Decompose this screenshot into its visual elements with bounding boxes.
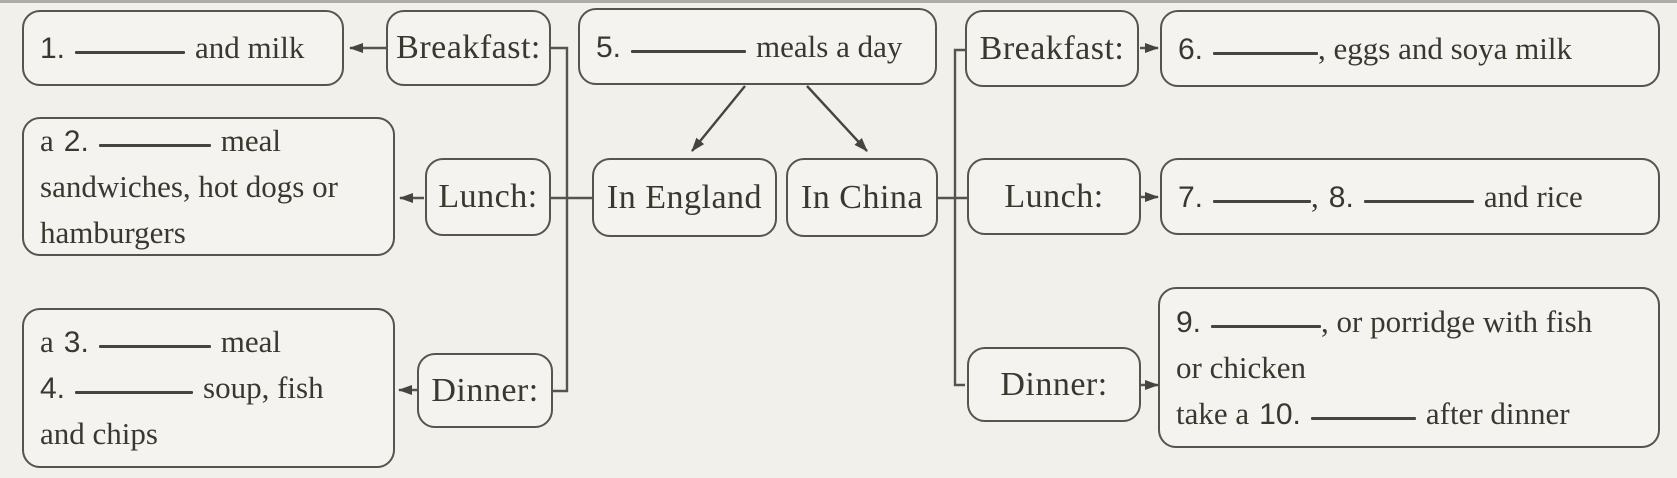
england-breakfast-label-box: Breakfast: xyxy=(386,10,551,86)
england-dinner-label-box: Dinner: xyxy=(417,353,553,428)
item-number-2: 2. xyxy=(63,124,89,158)
blank-line-5 xyxy=(631,49,747,53)
blank-line-7 xyxy=(1213,199,1312,203)
england-lunch-label-box: Lunch: xyxy=(425,158,551,236)
article-a: a xyxy=(40,324,54,359)
england-dinner-soup-text: soup, fish xyxy=(203,370,324,405)
blank-line-8 xyxy=(1363,199,1474,203)
china-breakfast-item: 6. , eggs and soya milk xyxy=(1178,26,1642,72)
blank-line-9 xyxy=(1211,324,1322,328)
blank-line-2 xyxy=(98,143,211,147)
china-breakfast-label-box: Breakfast: xyxy=(965,10,1139,87)
england-lunch-line-2: sandwiches, hot dogs or xyxy=(40,168,338,204)
arrow-to-china xyxy=(806,85,868,152)
china-dinner-line-3: take a 10. after dinner xyxy=(1176,391,1642,437)
china-breakfast-item-box: 6. , eggs and soya milk xyxy=(1160,10,1660,87)
item-number-5: 5. xyxy=(596,30,622,64)
item-number-7: 7. xyxy=(1178,180,1204,214)
england-breakfast-item: 1. and milk xyxy=(40,25,326,71)
england-lunch-label: Lunch: xyxy=(438,178,538,215)
england-lunch-meal-text: meal xyxy=(220,122,282,158)
china-dinner-item-box: 9. , or porridge with fish or chicken tak… xyxy=(1158,287,1660,448)
england-dinner-meal-text: meal xyxy=(220,324,282,359)
after-dinner-text: after dinner xyxy=(1425,395,1570,431)
blank-line-10 xyxy=(1310,416,1416,420)
comma-separator: , xyxy=(1311,178,1319,214)
item-number-3: 3. xyxy=(63,326,89,359)
item-number-4: 4. xyxy=(40,372,66,405)
china-dinner-label-box: Dinner: xyxy=(967,347,1141,422)
in-china-label: In China xyxy=(800,178,924,216)
blank-line-1 xyxy=(75,51,186,54)
china-dinner-line-1: 9. , or porridge with fish xyxy=(1176,299,1642,345)
england-dinner-line-1: a 3. meal xyxy=(40,319,377,365)
china-breakfast-text: , eggs and soya milk xyxy=(1318,30,1573,66)
item-number-9: 9. xyxy=(1176,305,1202,339)
meals-per-day-line: 5. meals a day xyxy=(596,24,919,70)
item-number-6: 6. xyxy=(1178,32,1204,66)
china-breakfast-label: Breakfast: xyxy=(979,29,1125,67)
england-dinner-line-2: 4. soup, fish xyxy=(40,365,377,411)
england-lunch-line-1: a 2. meal xyxy=(40,118,377,164)
china-lunch-label: Lunch: xyxy=(1004,177,1104,215)
england-breakfast-text: and milk xyxy=(195,30,305,65)
item-number-8: 8. xyxy=(1328,180,1354,214)
china-lunch-item-box: 7., 8. and rice xyxy=(1160,158,1660,235)
china-lunch-item: 7., 8. and rice xyxy=(1178,174,1642,220)
arrow-to-england xyxy=(691,85,746,152)
england-lunch-line-3: hamburgers xyxy=(40,214,186,250)
item-number-1: 1. xyxy=(40,32,66,65)
england-breakfast-label: Breakfast: xyxy=(396,29,541,66)
china-dinner-text: , or porridge with fish xyxy=(1321,303,1593,339)
meals-per-day-box: 5. meals a day xyxy=(578,8,937,85)
take-a-text: take a xyxy=(1176,395,1250,431)
china-dinner-line-2: or chicken xyxy=(1176,349,1306,385)
england-dinner-item-box: a 3. meal 4. soup, fish and chips xyxy=(22,308,395,468)
china-rail xyxy=(953,48,965,387)
china-dinner-label: Dinner: xyxy=(1000,365,1108,403)
china-lunch-text: and rice xyxy=(1483,178,1583,214)
blank-line-4 xyxy=(75,391,194,394)
england-lunch-item-box: a 2. meal sandwiches, hot dogs or hamburge… xyxy=(22,117,395,256)
meals-per-day-text: meals a day xyxy=(756,28,903,64)
england-breakfast-item-box: 1. and milk xyxy=(22,10,344,86)
england-dinner-label: Dinner: xyxy=(431,371,539,409)
in-england-box: In England xyxy=(592,158,777,237)
england-dinner-line-3: and chips xyxy=(40,416,158,451)
england-rail xyxy=(551,46,569,393)
article-a: a xyxy=(40,122,54,158)
in-england-label: In England xyxy=(606,178,763,216)
blank-line-3 xyxy=(98,345,211,348)
china-lunch-label-box: Lunch: xyxy=(967,158,1141,235)
item-number-10: 10. xyxy=(1259,397,1301,431)
blank-line-6 xyxy=(1213,51,1319,55)
in-china-box: In China xyxy=(786,158,938,237)
